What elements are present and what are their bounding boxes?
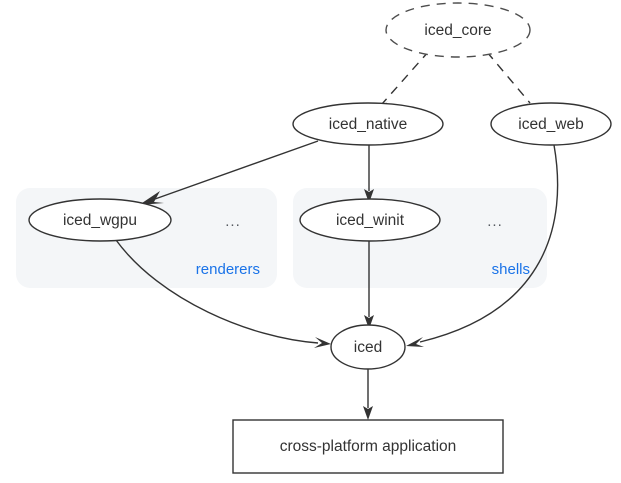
node-iced-native-shape[interactable] xyxy=(292,102,444,146)
node-iced-web-shape[interactable] xyxy=(490,102,612,146)
node-application-shape[interactable] xyxy=(232,419,504,474)
node-iced-wgpu-shape[interactable] xyxy=(28,198,172,242)
node-iced-core[interactable]: iced_core xyxy=(385,2,531,58)
node-iced-wgpu[interactable]: iced_wgpu xyxy=(28,198,172,242)
group-shells-label: shells xyxy=(492,261,530,278)
node-iced-native-label: iced_native xyxy=(329,116,407,133)
edge-winit-to-iced xyxy=(364,241,374,329)
node-iced-label: iced xyxy=(354,339,382,356)
edge-native-to-winit-arrowhead xyxy=(364,189,374,203)
edge-native-to-wgpu-line xyxy=(154,140,319,200)
node-application-label: cross-platform application xyxy=(280,438,457,455)
node-iced[interactable]: iced xyxy=(330,324,406,370)
node-iced-shape[interactable] xyxy=(330,324,406,370)
edge-native-to-winit xyxy=(364,145,374,203)
node-iced-wgpu-label: iced_wgpu xyxy=(63,212,137,229)
edge-wgpu-to-iced xyxy=(115,239,331,348)
edge-core-to-native-line xyxy=(381,50,430,105)
edge-core-to-web-line xyxy=(486,51,531,104)
group-shells-ellipsis: ... xyxy=(487,213,503,230)
edge-iced-to-app xyxy=(363,369,373,420)
node-iced-winit[interactable]: iced_winit xyxy=(299,198,441,242)
group-renderers-ellipsis: ... xyxy=(225,213,241,230)
edge-wgpu-to-iced-line xyxy=(115,239,319,344)
node-iced-core-label: iced_core xyxy=(424,22,491,39)
edge-wgpu-to-iced-arrowhead xyxy=(314,337,331,348)
node-iced-core-shape[interactable] xyxy=(385,2,531,58)
edge-native-to-wgpu-arrowhead xyxy=(139,191,164,205)
node-iced-web-label: iced_web xyxy=(518,116,584,133)
node-iced-winit-label: iced_winit xyxy=(336,212,405,229)
edge-iced-to-app-arrowhead xyxy=(363,406,373,420)
node-iced-native[interactable]: iced_native xyxy=(292,102,444,146)
node-iced-web[interactable]: iced_web xyxy=(490,102,612,146)
edge-winit-to-iced-arrowhead xyxy=(364,315,374,329)
edge-web-to-iced-line xyxy=(419,144,559,343)
edge-native-to-wgpu xyxy=(139,140,319,205)
group-renderers-label: renderers xyxy=(196,261,260,278)
node-application[interactable]: cross-platform application xyxy=(232,419,504,474)
node-iced-winit-shape[interactable] xyxy=(299,198,441,242)
edge-web-to-iced xyxy=(406,144,559,347)
edge-web-to-iced-arrowhead xyxy=(406,337,424,347)
